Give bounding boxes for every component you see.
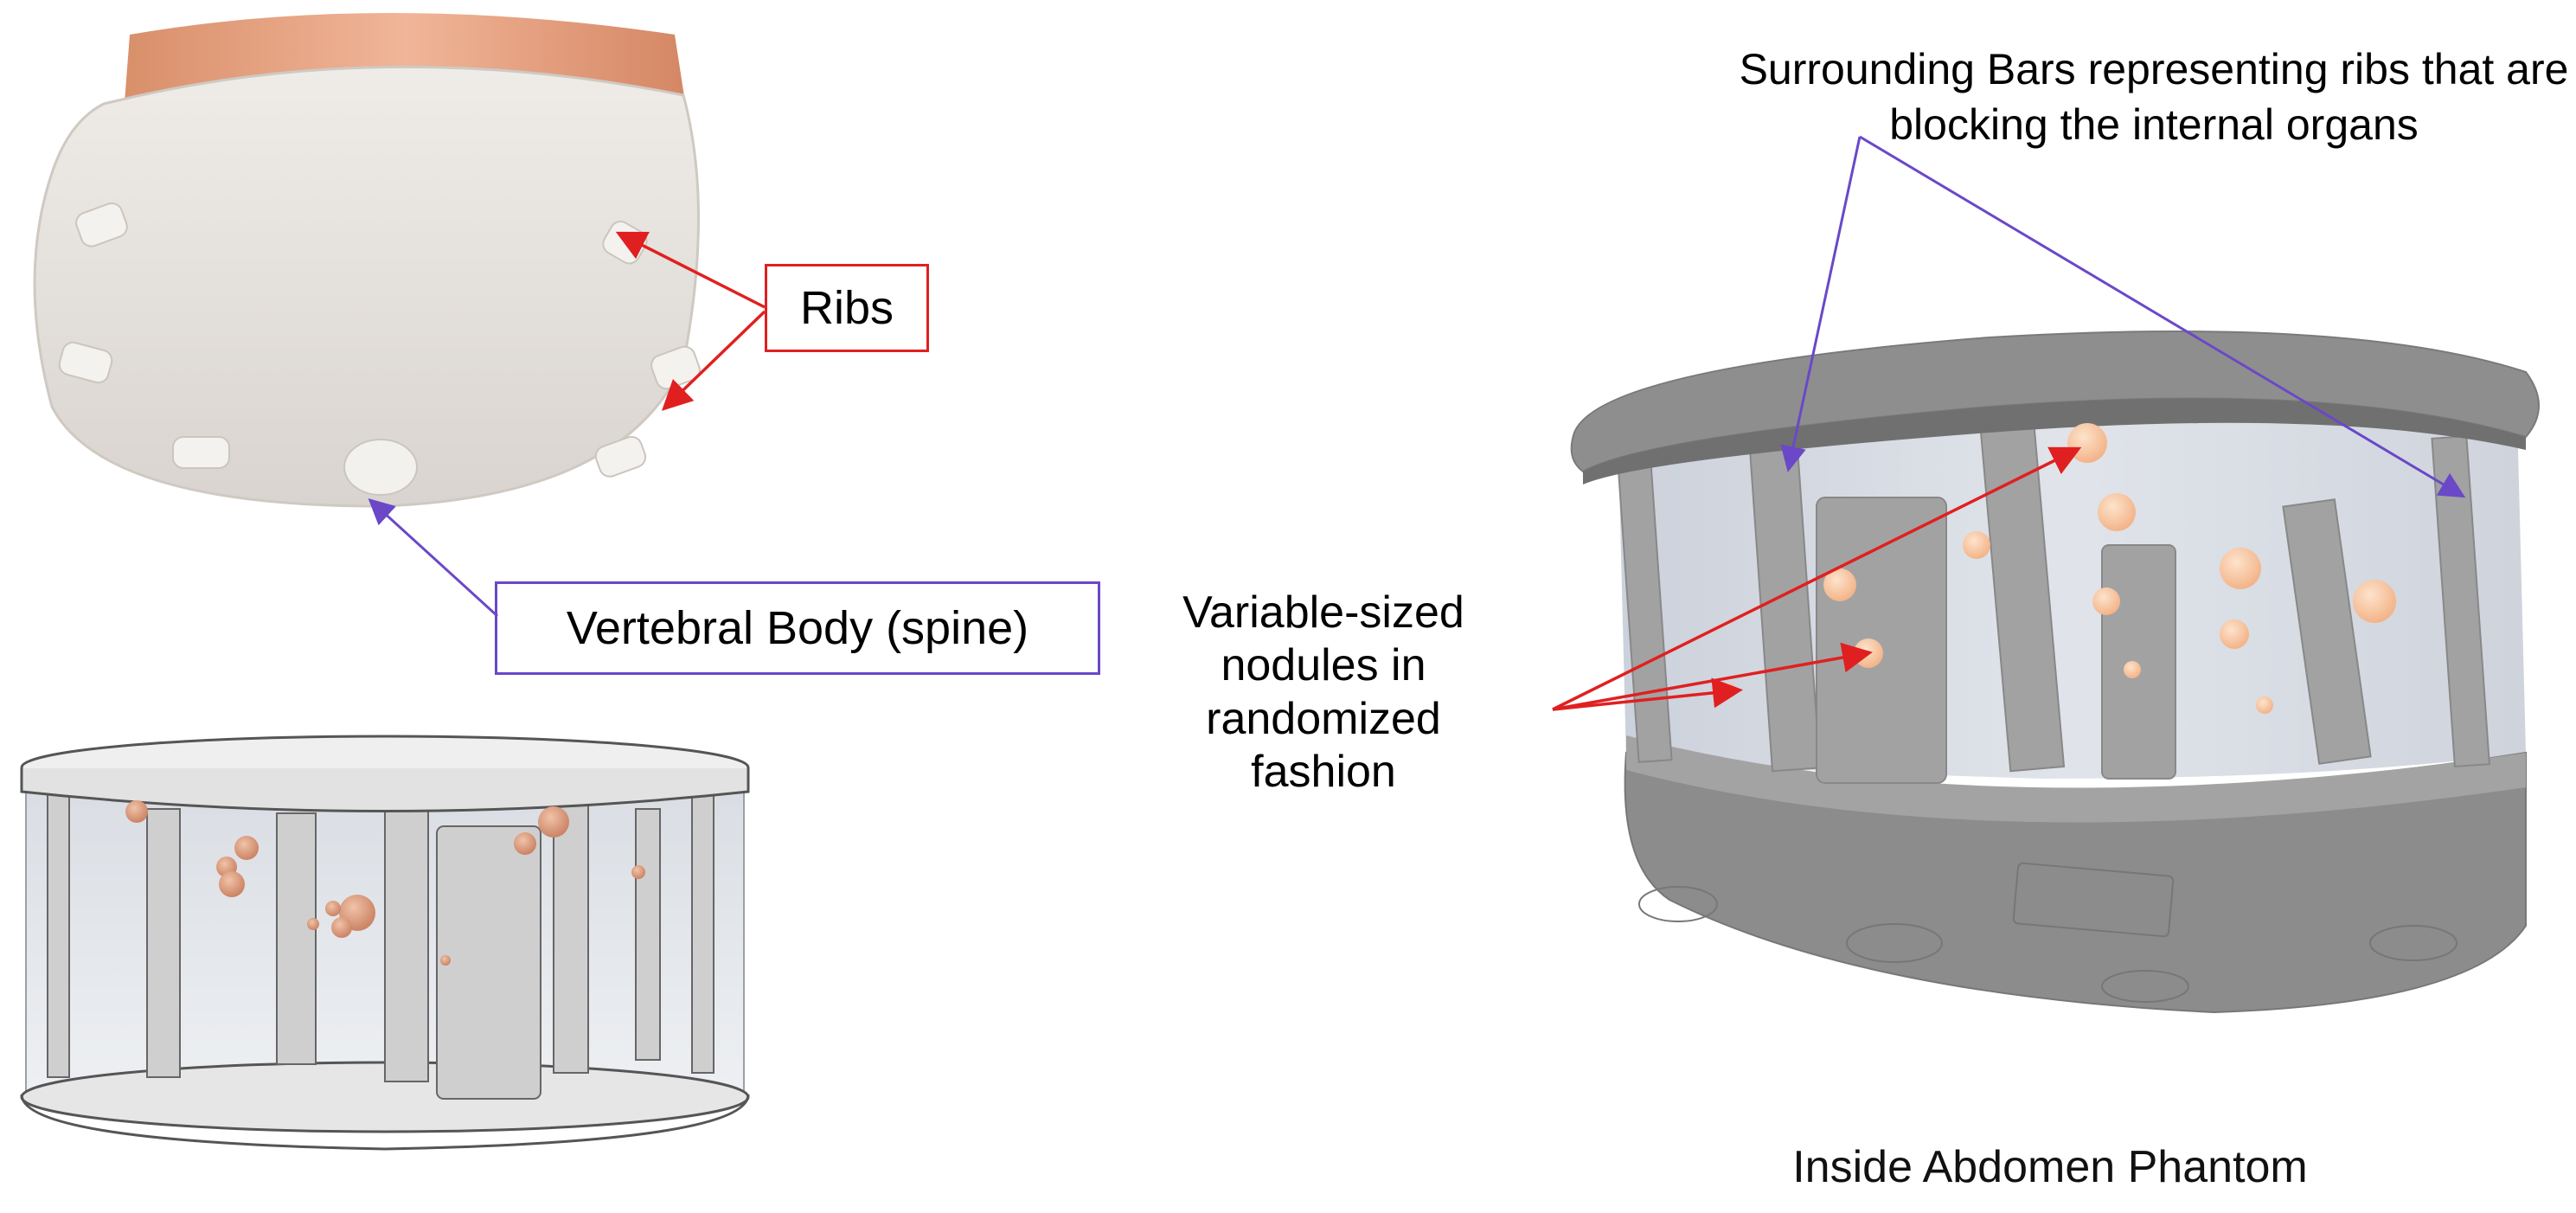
surrounding-bars-label: Surrounding Bars representing ribs that … — [1739, 45, 2569, 149]
spine-arrow — [368, 497, 499, 618]
ribs-label: Ribs — [765, 264, 929, 352]
nodule-arrow-2 — [1552, 642, 1873, 711]
nodules-label: Variable-sized nodules in randomized fas… — [1182, 587, 1464, 798]
cad-abdomen-phantom — [1570, 331, 2540, 1014]
rib-bars — [1617, 386, 2490, 784]
figure-caption: Inside Abdomen Phantom — [1792, 1142, 2308, 1192]
cad-cutaway-left — [20, 735, 750, 1151]
annotation-arrows — [368, 135, 2466, 711]
bars-arrow-left — [1780, 136, 1862, 472]
ribs-arrow-upper — [615, 231, 766, 309]
phantom-photo — [33, 13, 701, 508]
spine-pad — [343, 439, 418, 496]
vertebral-body-label: Vertebral Body (spine) — [495, 581, 1100, 675]
left-nodules — [125, 800, 645, 966]
nodule-arrow-3 — [1552, 677, 1743, 711]
bars-arrow-right — [1859, 135, 2466, 498]
right-nodules — [1721, 423, 2396, 714]
nodule-arrow-1 — [1552, 446, 2082, 711]
ribs-arrow-lower — [661, 310, 766, 411]
